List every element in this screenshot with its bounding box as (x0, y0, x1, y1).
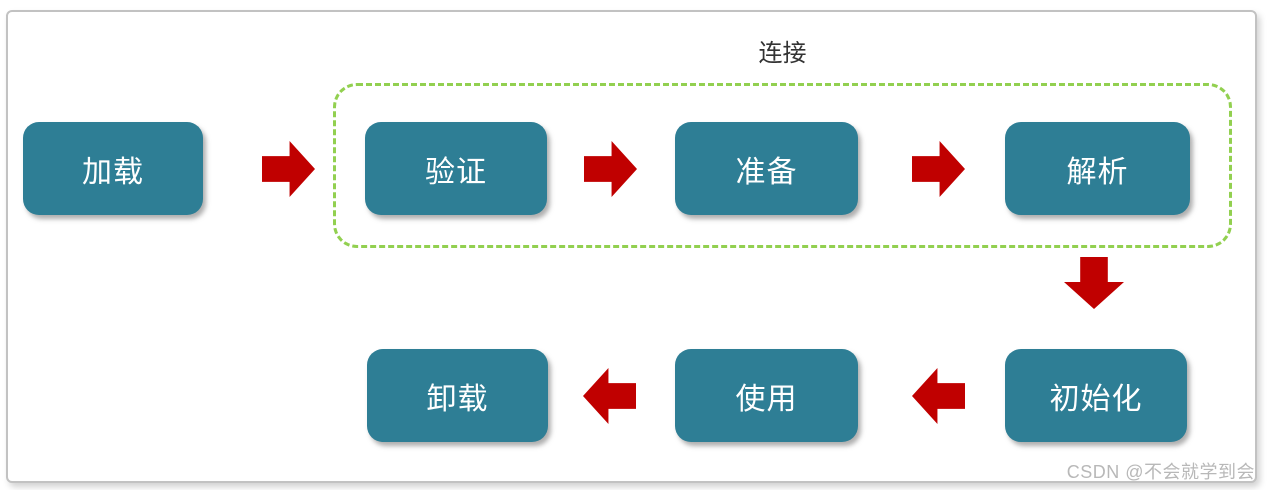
node-initialize-label: 初始化 (1049, 382, 1143, 416)
node-use: 使用 (675, 349, 858, 442)
node-initialize: 初始化 (1005, 349, 1187, 442)
node-resolve: 解析 (1005, 122, 1190, 215)
csdn-watermark: CSDN @不会就学到会 (1066, 462, 1255, 482)
node-unload-label: 卸载 (426, 382, 489, 416)
linking-group-label: 连接 (758, 40, 807, 67)
node-load-label: 加载 (82, 155, 144, 189)
node-load: 加载 (23, 122, 203, 215)
linking-group-outline (333, 83, 1232, 248)
node-verify: 验证 (365, 122, 547, 215)
node-unload: 卸载 (367, 349, 548, 442)
node-verify-label: 验证 (425, 155, 487, 189)
node-resolve-label: 解析 (1066, 155, 1129, 189)
node-prepare: 准备 (675, 122, 858, 215)
node-use-label: 使用 (735, 382, 798, 416)
node-prepare-label: 准备 (735, 155, 798, 189)
